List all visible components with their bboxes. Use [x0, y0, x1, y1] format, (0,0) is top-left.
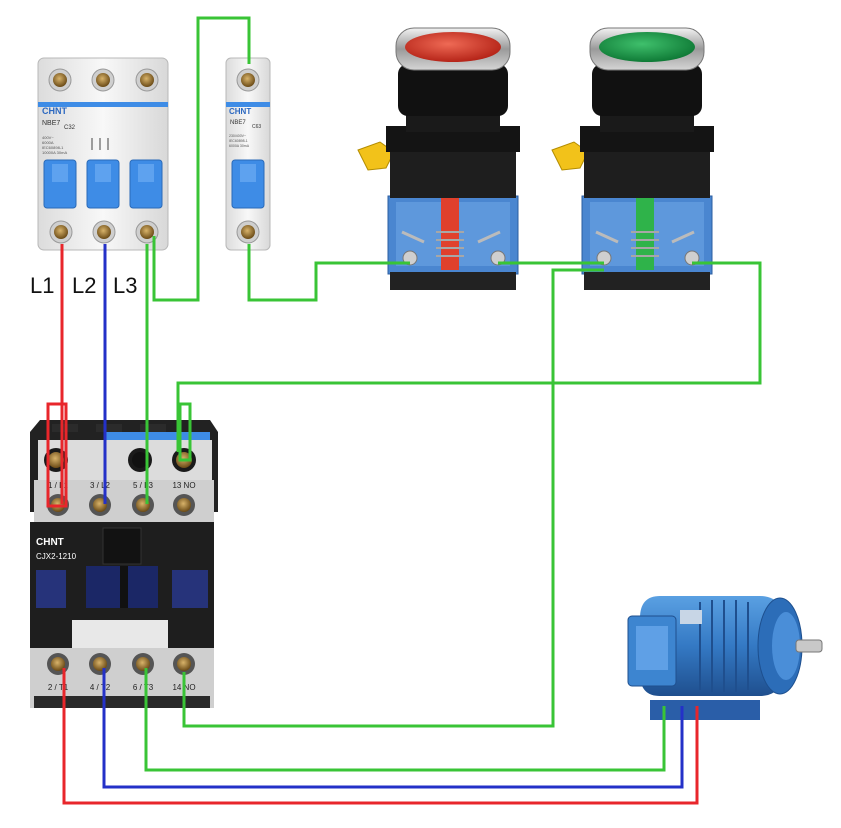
wire-t2-blue	[102, 668, 684, 789]
three-phase-motor	[627, 596, 823, 720]
contactor-terminal-13-no: 13 NO	[172, 481, 195, 490]
breaker3-bottom-terminals	[49, 220, 159, 244]
contactor-terminal-3-l2: 3 / L2	[90, 481, 111, 490]
wire-breaker1-to-stop	[247, 244, 410, 302]
breaker3-toggle-handles[interactable]	[43, 159, 163, 209]
breaker1-fine-print-1: 230/400V~	[229, 134, 246, 138]
contactor-terminal-6-t3: 6 / T3	[133, 683, 154, 692]
wire-l1-loop-red	[46, 402, 68, 508]
breaker3-symbol-icon	[91, 138, 109, 150]
breaker3-brand: CHNT	[42, 106, 67, 116]
breaker1-rating: C63	[252, 124, 261, 130]
breaker1-brand: CHNT	[229, 107, 251, 116]
wire-t1-red	[62, 668, 699, 805]
contactor-terminal-5-l3: 5 / L3	[133, 481, 154, 490]
breaker3-fine-print-2: 6000A	[42, 140, 54, 145]
contactor-terminal-4-t2: 4 / T2	[90, 683, 111, 692]
wire-t3-green	[144, 668, 666, 772]
contactor-terminal-2-t1: 2 / T1	[48, 683, 69, 692]
breaker3-fine-print-1: 400V~	[42, 135, 54, 140]
single-pole-breaker: CHNT NBE7 C63 230/400V~ IEC60898-1 6000A…	[225, 57, 271, 251]
phase-label-l1: L1	[30, 273, 54, 298]
breaker1-fine-print-3: 6000A 30mA	[229, 144, 250, 148]
breaker3-rating: C32	[64, 125, 76, 131]
wire-a1-loop-green	[178, 402, 192, 462]
breaker3-fine-print-4: 10000A 30mA	[42, 150, 67, 155]
contactor-brand: CHNT	[36, 537, 64, 548]
three-pole-breaker: CHNT NBE7 C32 400V~ 6000A IEC60898-1 100…	[37, 57, 169, 251]
phase-label-l2: L2	[72, 273, 96, 298]
breaker1-model: NBE7	[230, 120, 246, 126]
phase-labels: L1 L2 L3	[30, 273, 137, 298]
wires	[46, 16, 762, 805]
breaker3-model: NBE7	[42, 120, 60, 127]
breaker3-top-terminals	[48, 68, 159, 92]
contactor-model: CJX2-1210	[36, 552, 77, 561]
wire-l3-to-breaker1	[152, 16, 251, 302]
contactor-terminal-1-l1: 1 / L1	[48, 481, 69, 490]
phase-label-l3: L3	[113, 273, 137, 298]
breaker3-fine-print-3: IEC60898-1	[42, 145, 64, 150]
red-pushbutton[interactable]	[357, 27, 520, 290]
contactor: 1 / L1 3 / L2 5 / L3 13 NO CHNT CJX2-121…	[30, 420, 218, 708]
wire-no14-holding	[182, 268, 604, 728]
wire-start-to-a1	[176, 261, 762, 452]
green-pushbutton[interactable]	[551, 27, 714, 290]
red-button-cap[interactable]	[405, 32, 501, 62]
breaker1-fine-print-2: IEC60898-1	[229, 139, 248, 143]
green-button-cap[interactable]	[599, 32, 695, 62]
